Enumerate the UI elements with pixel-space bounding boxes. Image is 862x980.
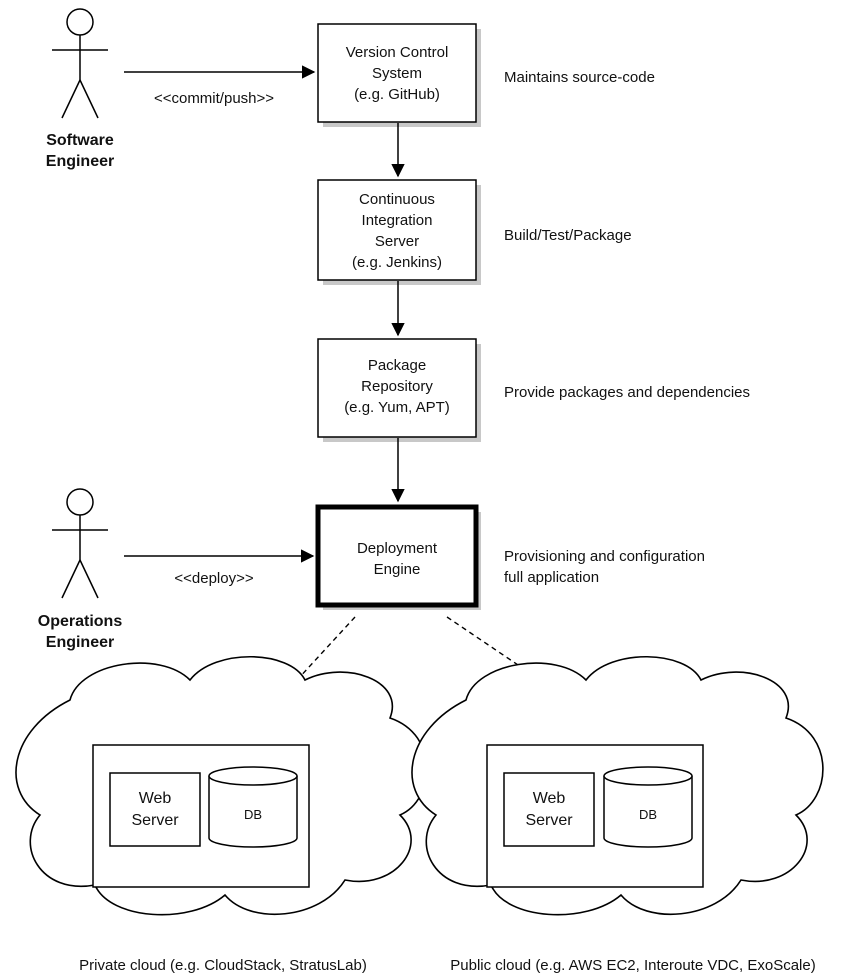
operations-engineer-actor — [52, 488, 108, 599]
public-cloud: Web Server DB — [411, 656, 824, 916]
public-web-line-1: Web — [533, 790, 566, 807]
private-db-icon — [208, 766, 298, 848]
deploy-label: <<deploy>> — [174, 570, 253, 587]
vcs-note: Maintains source-code — [504, 69, 655, 86]
actor-head-icon — [66, 8, 94, 36]
public-cloud-caption: Public cloud (e.g. AWS EC2, Interoute VD… — [450, 957, 815, 974]
ci-box: Continuous Integration Server (e.g. Jenk… — [317, 179, 481, 285]
repo-line-1: Package — [368, 357, 426, 374]
vcs-box: Version Control System (e.g. GitHub) — [317, 23, 481, 127]
public-db-icon — [603, 766, 693, 848]
repo-box: Package Repository (e.g. Yum, APT) — [317, 338, 481, 442]
public-web-server — [503, 772, 595, 847]
operations-engineer-label-1: Operations — [38, 613, 123, 630]
ci-line-1: Continuous — [359, 191, 435, 208]
actor-head-icon — [66, 488, 94, 516]
operations-engineer-label-2: Engineer — [46, 634, 114, 651]
public-web-line-2: Server — [525, 812, 573, 829]
ci-line-4: (e.g. Jenkins) — [352, 254, 442, 271]
repo-line-2: Repository — [361, 378, 433, 395]
private-db-label: DB — [244, 807, 262, 822]
private-cloud: Web Server DB — [15, 656, 428, 916]
vcs-line-2: System — [372, 65, 422, 82]
private-web-line-2: Server — [131, 812, 179, 829]
software-engineer-label-1: Software — [46, 132, 114, 149]
ci-note: Build/Test/Package — [504, 227, 632, 244]
deployment-engine-box: Deployment Engine — [315, 504, 481, 610]
vcs-line-1: Version Control — [346, 44, 449, 61]
private-cloud-caption: Private cloud (e.g. CloudStack, StratusL… — [79, 957, 367, 974]
commit-label: <<commit/push>> — [154, 90, 274, 107]
private-web-line-1: Web — [139, 790, 172, 807]
deploy-line-1: Deployment — [357, 540, 438, 557]
ci-line-3: Server — [375, 233, 419, 250]
vcs-line-3: (e.g. GitHub) — [354, 86, 440, 103]
deploy-note-1: Provisioning and configuration — [504, 548, 705, 565]
repo-line-3: (e.g. Yum, APT) — [344, 399, 450, 416]
deploy-note-2: full application — [504, 569, 599, 586]
repo-note: Provide packages and dependencies — [504, 384, 750, 401]
software-engineer-actor — [52, 8, 108, 119]
private-web-server — [109, 772, 201, 847]
public-db-label: DB — [639, 807, 657, 822]
deploy-line-2: Engine — [374, 561, 421, 578]
software-engineer-label-2: Engineer — [46, 153, 114, 170]
ci-line-2: Integration — [362, 212, 433, 229]
